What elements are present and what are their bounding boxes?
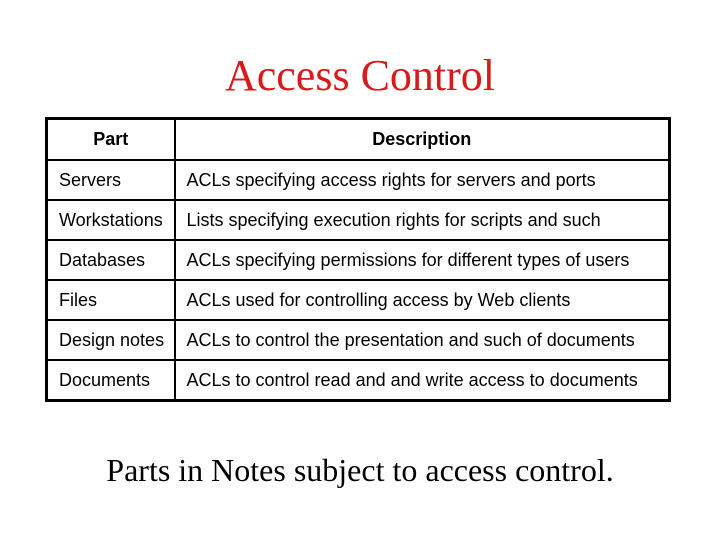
table-row: Servers ACLs specifying access rights fo… [45, 159, 671, 201]
slide-caption: Parts in Notes subject to access control… [106, 452, 614, 488]
table-row: Design notes ACLs to control the present… [45, 319, 671, 361]
table-header-row: Part Description [45, 117, 671, 161]
table-row: Workstations Lists specifying execution … [45, 199, 671, 241]
description-cell: ACLs specifying permissions for differen… [173, 239, 671, 281]
table-row: Documents ACLs to control read and and w… [45, 359, 671, 402]
description-cell: Lists specifying execution rights for sc… [173, 199, 671, 241]
part-cell: Workstations [45, 199, 176, 241]
part-cell: Databases [45, 239, 176, 281]
table-row: Files ACLs used for controlling access b… [45, 279, 671, 321]
description-cell: ACLs to control the presentation and suc… [173, 319, 671, 361]
part-cell: Servers [45, 159, 176, 201]
description-cell: ACLs used for controlling access by Web … [173, 279, 671, 321]
column-header-part: Part [45, 117, 176, 161]
table-header: Part Description [45, 117, 671, 161]
column-header-description: Description [173, 117, 671, 161]
description-cell: ACLs specifying access rights for server… [173, 159, 671, 201]
description-cell: ACLs to control read and and write acces… [173, 359, 671, 402]
table-body: Servers ACLs specifying access rights fo… [45, 159, 671, 402]
page-title: Access Control [224, 51, 496, 101]
part-cell: Design notes [45, 319, 176, 361]
part-cell: Files [45, 279, 176, 321]
part-cell: Documents [45, 359, 176, 402]
table-row: Databases ACLs specifying permissions fo… [45, 239, 671, 281]
access-control-table: Part Description Servers ACLs specifying… [45, 117, 671, 402]
